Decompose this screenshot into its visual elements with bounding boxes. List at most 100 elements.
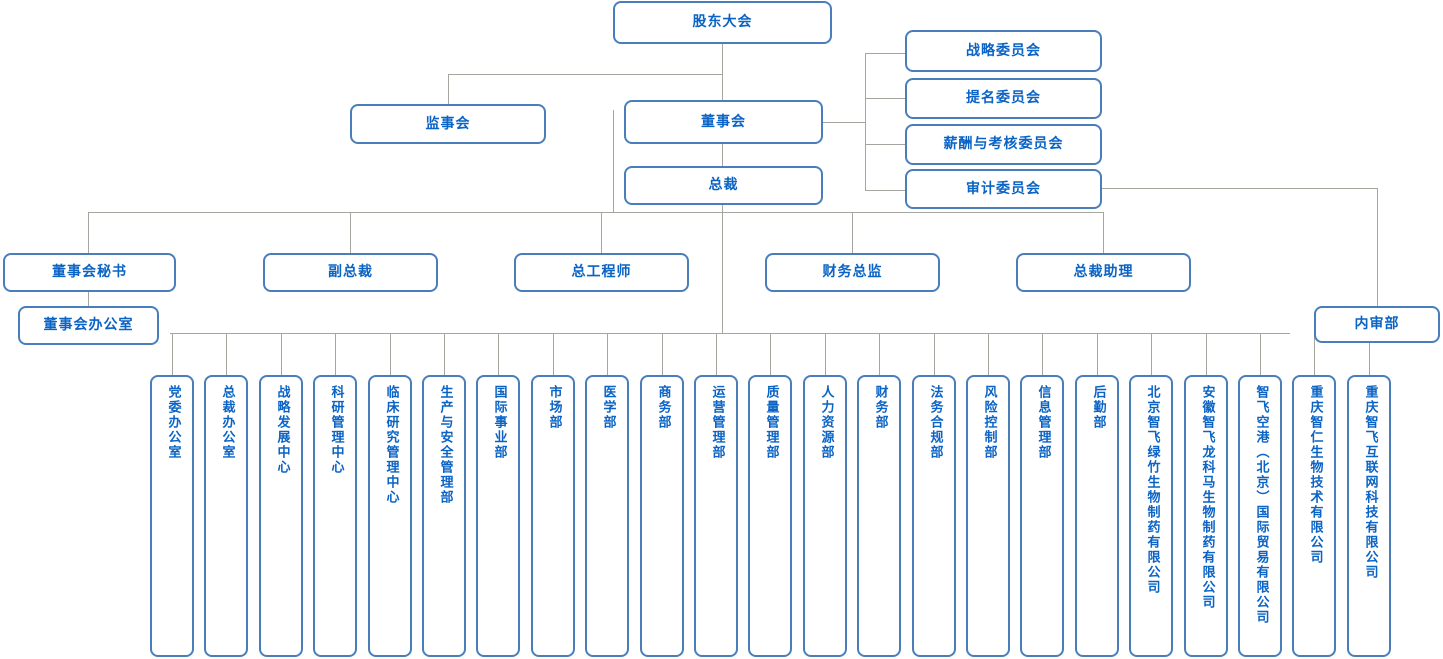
department-label: 人力资源部 — [818, 385, 834, 460]
node-department-6[interactable]: 国际事业部 — [476, 375, 520, 657]
connector-exec-drop-4 — [1103, 212, 1104, 253]
node-department-15[interactable]: 风险控制部 — [966, 375, 1010, 657]
node-cfo[interactable]: 财务总监 — [765, 253, 940, 292]
connector-department-drop-15 — [988, 333, 989, 375]
connector-committee-4 — [865, 190, 905, 191]
node-department-2[interactable]: 战略发展中心 — [259, 375, 303, 657]
node-department-7[interactable]: 市场部 — [531, 375, 575, 657]
connector-department-drop-14 — [934, 333, 935, 375]
node-board-of-directors[interactable]: 董事会 — [624, 100, 823, 144]
department-label: 党委办公室 — [165, 385, 181, 460]
node-chief-engineer[interactable]: 总工程师 — [514, 253, 689, 292]
connector-department-drop-3 — [335, 333, 336, 375]
node-board-secretary[interactable]: 董事会秘书 — [3, 253, 176, 292]
node-department-9[interactable]: 商务部 — [640, 375, 684, 657]
department-label: 北京智飞绿竹生物制药有限公司 — [1144, 385, 1160, 595]
department-label: 风险控制部 — [981, 385, 997, 460]
connector-department-drop-9 — [662, 333, 663, 375]
department-label: 总裁办公室 — [219, 385, 235, 460]
node-committee-strategy[interactable]: 战略委员会 — [905, 30, 1102, 72]
connector-department-drop-2 — [281, 333, 282, 375]
node-department-16[interactable]: 信息管理部 — [1020, 375, 1064, 657]
connector-department-drop-4 — [390, 333, 391, 375]
node-department-11[interactable]: 质量管理部 — [748, 375, 792, 657]
connector-department-drop-1 — [226, 333, 227, 375]
node-committee-nomination[interactable]: 提名委员会 — [905, 78, 1102, 119]
connector-department-drop-13 — [879, 333, 880, 375]
connector-shareholders-down — [722, 44, 723, 74]
connector-exec-drop-2 — [601, 212, 602, 253]
node-committee-compensation[interactable]: 薪酬与考核委员会 — [905, 124, 1102, 165]
node-president[interactable]: 总裁 — [624, 166, 823, 205]
connector-audit-to-internal-audit — [1102, 188, 1377, 189]
node-department-22[interactable]: 重庆智飞互联网科技有限公司 — [1347, 375, 1391, 657]
connector-committee-spine — [865, 53, 866, 190]
node-department-14[interactable]: 法务合规部 — [912, 375, 956, 657]
node-department-3[interactable]: 科研管理中心 — [313, 375, 357, 657]
connector-board-to-president — [722, 144, 723, 166]
node-vice-president[interactable]: 副总裁 — [263, 253, 438, 292]
node-board-office[interactable]: 董事会办公室 — [18, 306, 159, 345]
connector-board-to-committees — [823, 122, 865, 123]
node-department-12[interactable]: 人力资源部 — [803, 375, 847, 657]
node-committee-audit[interactable]: 审计委员会 — [905, 169, 1102, 209]
node-department-19[interactable]: 安徽智飞龙科马生物制药有限公司 — [1184, 375, 1228, 657]
department-label: 国际事业部 — [491, 385, 507, 460]
connector-supervisory-horizontal — [448, 74, 723, 75]
node-department-21[interactable]: 重庆智仁生物技术有限公司 — [1292, 375, 1336, 657]
connector-exec-drop-0 — [88, 212, 89, 253]
node-president-assistant[interactable]: 总裁助理 — [1016, 253, 1191, 292]
department-label: 重庆智飞互联网科技有限公司 — [1362, 385, 1378, 580]
connector-committee-1 — [865, 53, 905, 54]
connector-department-drop-18 — [1151, 333, 1152, 375]
department-label: 质量管理部 — [763, 385, 779, 460]
connector-department-bus — [170, 333, 1290, 334]
department-label: 安徽智飞龙科马生物制药有限公司 — [1199, 385, 1215, 610]
node-department-8[interactable]: 医学部 — [585, 375, 629, 657]
node-department-18[interactable]: 北京智飞绿竹生物制药有限公司 — [1129, 375, 1173, 657]
node-internal-audit[interactable]: 内审部 — [1314, 306, 1440, 343]
connector-board-down — [722, 74, 723, 102]
node-department-5[interactable]: 生产与安全管理部 — [422, 375, 466, 657]
connector-department-drop-6 — [498, 333, 499, 375]
department-label: 科研管理中心 — [328, 385, 344, 475]
department-label: 财务部 — [872, 385, 888, 430]
connector-committee-2 — [865, 98, 905, 99]
node-supervisory-board[interactable]: 监事会 — [350, 104, 546, 144]
department-label: 临床研究管理中心 — [383, 385, 399, 505]
node-department-13[interactable]: 财务部 — [857, 375, 901, 657]
connector-secretary-to-office — [88, 291, 89, 306]
node-department-10[interactable]: 运营管理部 — [694, 375, 738, 657]
connector-department-drop-19 — [1206, 333, 1207, 375]
connector-internal-audit-down — [1377, 188, 1378, 306]
connector-department-drop-7 — [553, 333, 554, 375]
connector-executive-bus — [88, 212, 1104, 213]
node-shareholders-meeting[interactable]: 股东大会 — [613, 1, 832, 44]
connector-supervisory-down — [448, 74, 449, 104]
connector-department-drop-17 — [1097, 333, 1098, 375]
connector-department-drop-22 — [1369, 333, 1370, 375]
department-label: 战略发展中心 — [274, 385, 290, 475]
connector-department-drop-16 — [1042, 333, 1043, 375]
connector-department-drop-8 — [607, 333, 608, 375]
department-label: 运营管理部 — [709, 385, 725, 460]
department-label: 重庆智仁生物技术有限公司 — [1307, 385, 1323, 565]
node-department-17[interactable]: 后勤部 — [1075, 375, 1119, 657]
connector-board-left-down — [613, 110, 614, 212]
connector-department-drop-10 — [716, 333, 717, 375]
connector-president-down — [722, 205, 723, 212]
connector-department-drop-12 — [825, 333, 826, 375]
node-department-20[interactable]: 智飞空港（北京）国际贸易有限公司 — [1238, 375, 1282, 657]
connector-exec-drop-1 — [350, 212, 351, 253]
department-label: 市场部 — [546, 385, 562, 430]
department-label: 医学部 — [600, 385, 616, 430]
department-label: 商务部 — [655, 385, 671, 430]
department-label: 生产与安全管理部 — [437, 385, 453, 505]
node-department-1[interactable]: 总裁办公室 — [204, 375, 248, 657]
node-department-0[interactable]: 党委办公室 — [150, 375, 194, 657]
department-label: 法务合规部 — [927, 385, 943, 460]
connector-department-drop-20 — [1260, 333, 1261, 375]
connector-committee-3 — [865, 144, 905, 145]
node-department-4[interactable]: 临床研究管理中心 — [368, 375, 412, 657]
